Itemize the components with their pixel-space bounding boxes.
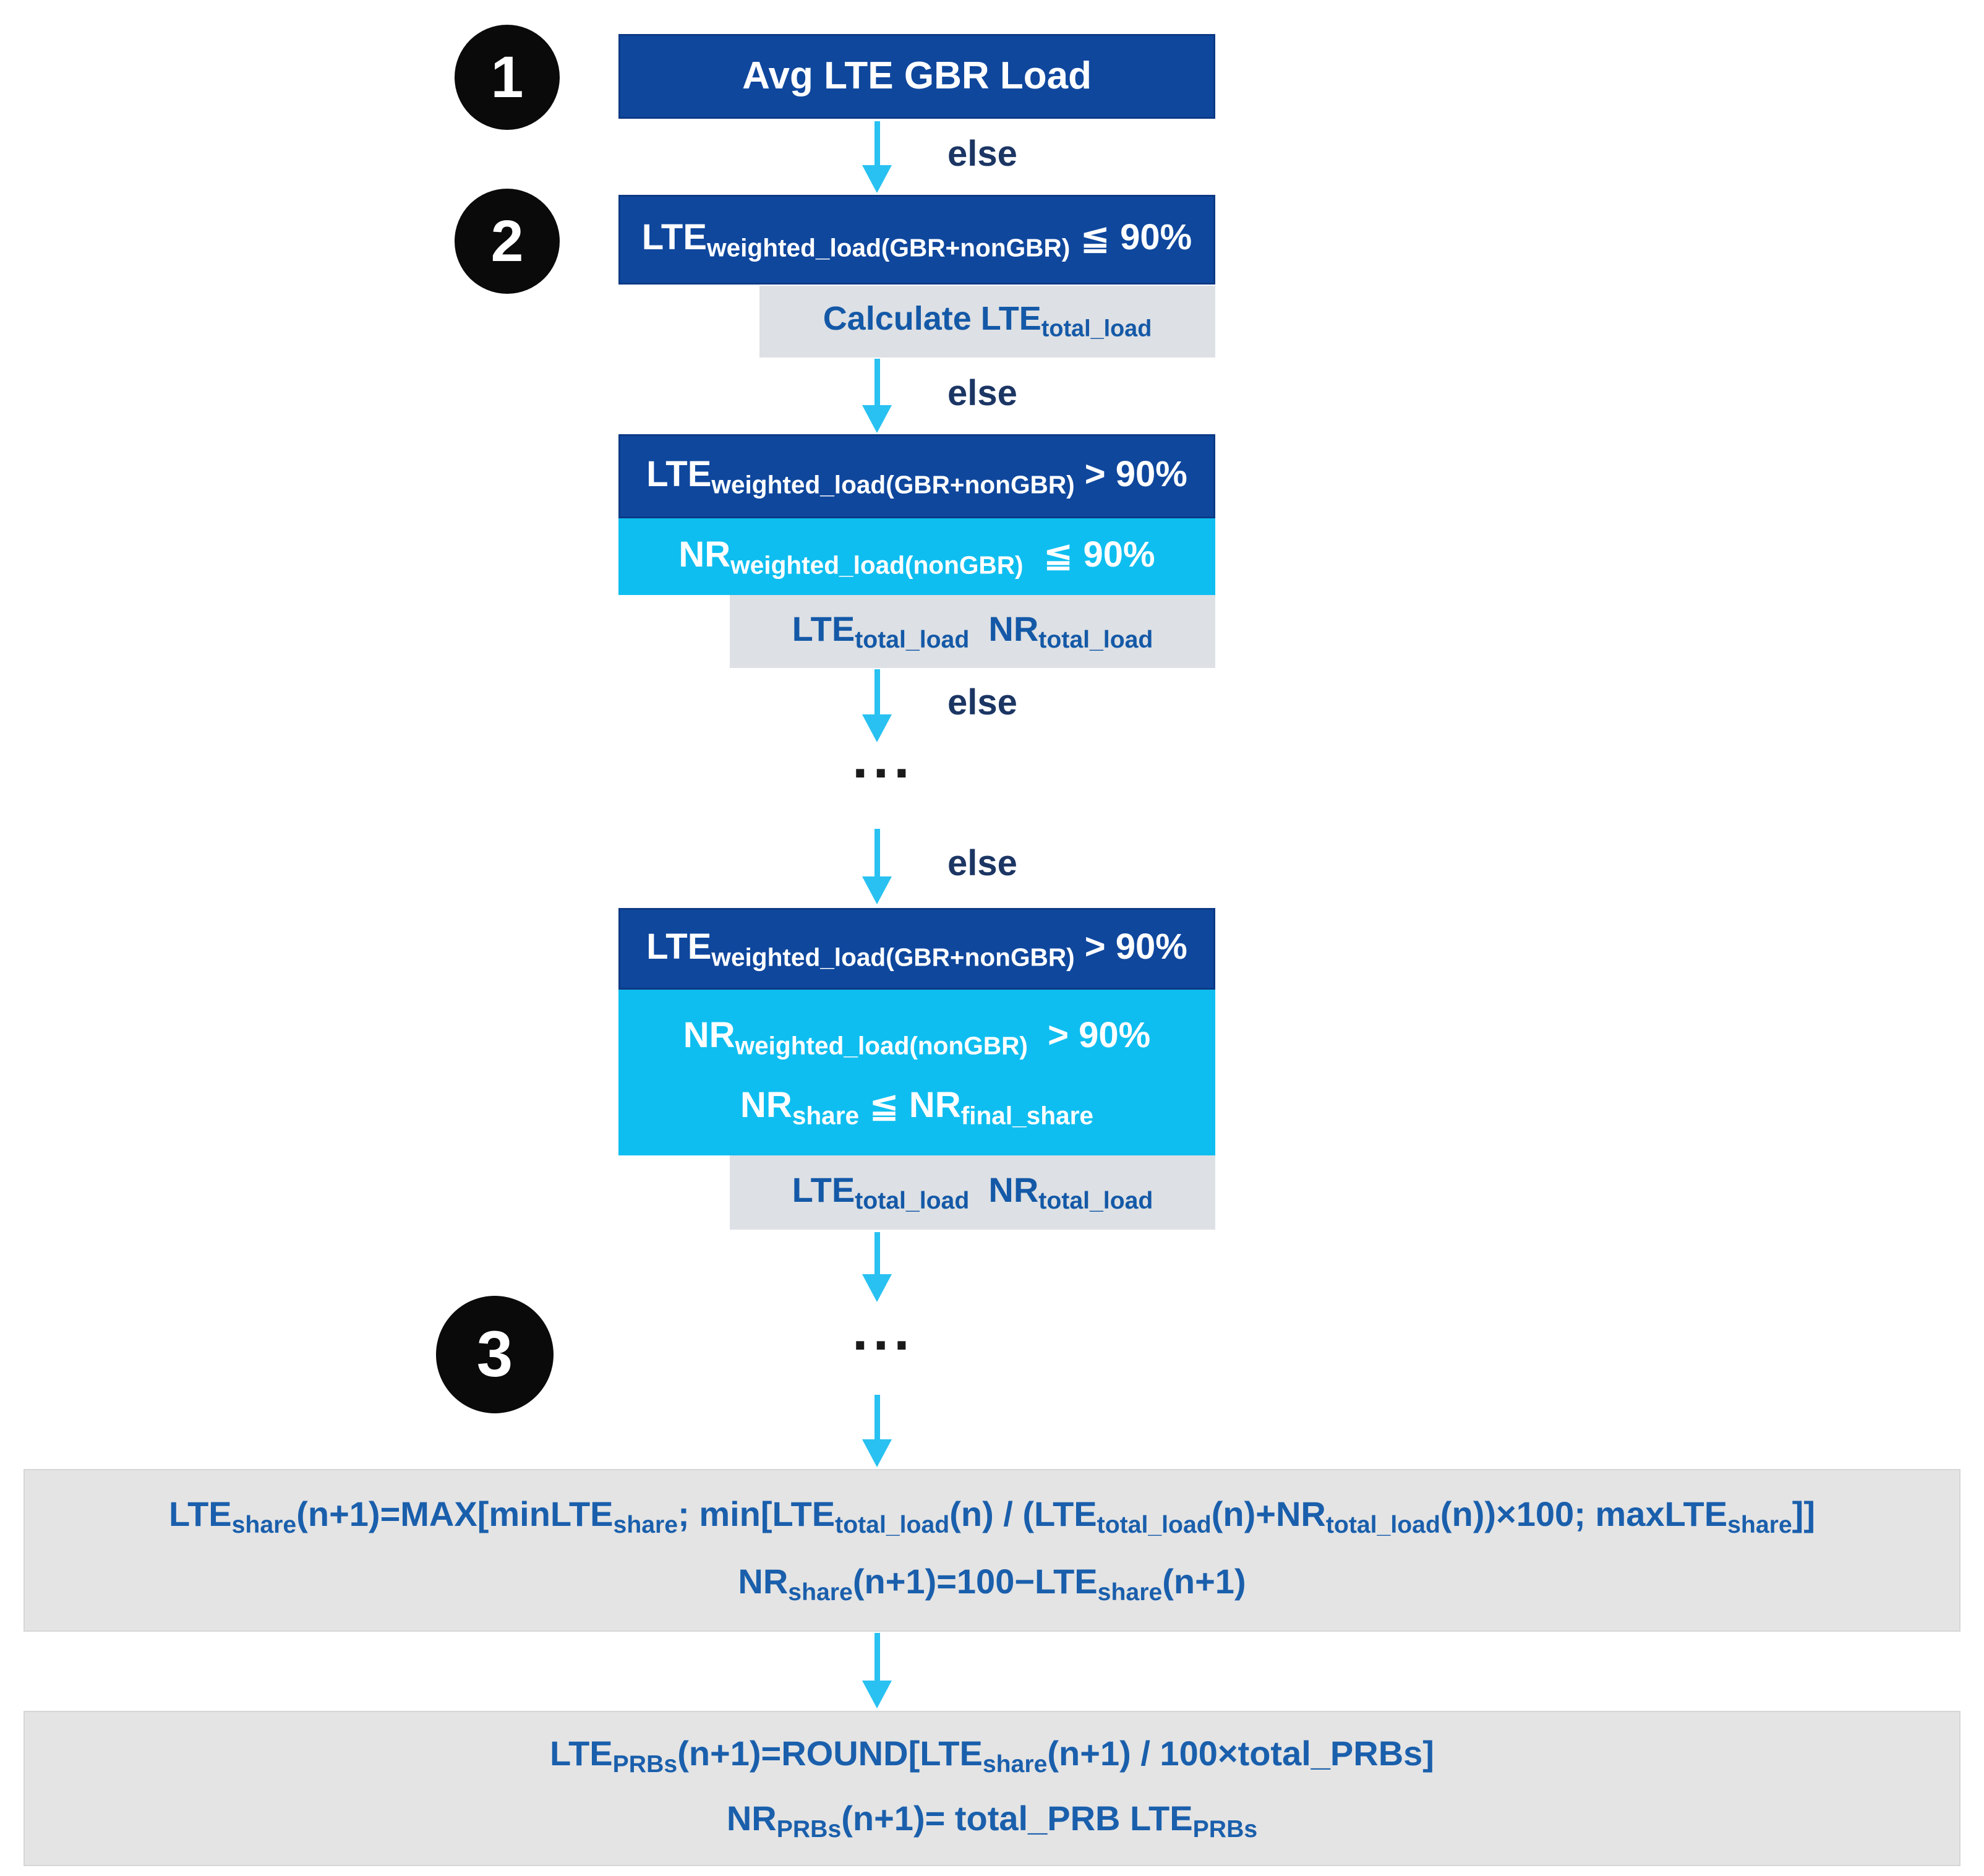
arrow-head-icon (862, 1681, 892, 1708)
step-badge-3-label: 3 (476, 1318, 513, 1390)
arrow-head-icon (862, 1274, 892, 1302)
ellipsis-1: ... (852, 727, 915, 790)
step-badge-3: 3 (436, 1296, 554, 1413)
node-total-loads-b: LTEtotal_load NRtotal_load (730, 1155, 1215, 1230)
arrow-head-icon (862, 165, 892, 193)
ellipsis-2: ... (852, 1299, 915, 1362)
flow-arrow-1 (862, 121, 892, 193)
step-badge-2: 2 (455, 189, 560, 294)
flow-arrow-5 (862, 1232, 892, 1302)
step-badge-1-label: 1 (490, 44, 524, 110)
flow-arrow-2 (862, 359, 892, 433)
node-lte-weighted-gt-90-b: LTEweighted_load(GBR+nonGBR) > 90% (618, 908, 1215, 990)
node-avg-lte-gbr-load: Avg LTE GBR Load (618, 34, 1215, 119)
node-lte-weighted-gt-90-a: LTEweighted_load(GBR+nonGBR) > 90% (618, 434, 1215, 518)
else-label-2: else (947, 373, 1017, 413)
node-calculate-lte-total-load: Calculate LTEtotal_load (759, 286, 1215, 358)
nr-share-formula: NRshare(n+1)=100−LTEshare(n+1) (738, 1562, 1246, 1606)
arrow-shaft (874, 1232, 880, 1274)
lte-share-formula: LTEshare(n+1)=MAX[minLTEshare; min[LTEto… (169, 1494, 1815, 1538)
node-lte-weighted-gt-90-a-text: LTEweighted_load(GBR+nonGBR) > 90% (646, 453, 1187, 499)
step-badge-1: 1 (455, 25, 560, 130)
arrow-shaft (874, 829, 880, 876)
arrow-head-icon (862, 405, 892, 433)
arrow-shaft (874, 669, 880, 714)
arrow-head-icon (862, 714, 892, 742)
node-lte-weighted-gt-90-b-text: LTEweighted_load(GBR+nonGBR) > 90% (646, 926, 1187, 971)
node-lte-weighted-le-90-text: LTEweighted_load(GBR+nonGBR) ≦ 90% (641, 217, 1192, 262)
arrow-shaft (874, 359, 880, 405)
flow-arrow-3 (862, 669, 892, 742)
node-nr-weighted-gt-90: NRweighted_load(nonGBR) > 90% NRshare ≦ … (618, 990, 1215, 1155)
step-badge-2-label: 2 (490, 208, 524, 274)
else-label-1: else (947, 134, 1017, 174)
flow-arrow-4 (862, 829, 892, 904)
arrow-shaft (874, 1395, 880, 1439)
node-total-loads-b-text: LTEtotal_load NRtotal_load (792, 1170, 1153, 1214)
flow-arrow-6 (862, 1395, 892, 1467)
node-nr-weighted-gt-90-line1: NRweighted_load(nonGBR) > 90% (683, 1015, 1151, 1060)
arrow-shaft (874, 1633, 880, 1681)
node-share-formulas: LTEshare(n+1)=MAX[minLTEshare; min[LTEto… (24, 1469, 1960, 1632)
node-nr-weighted-le-90: NRweighted_load(nonGBR) ≦ 90% (618, 518, 1215, 595)
nr-prbs-formula: NRPRBs(n+1)= total_PRB LTEPRBs (726, 1799, 1258, 1843)
node-lte-weighted-le-90: LTEweighted_load(GBR+nonGBR) ≦ 90% (618, 195, 1215, 285)
node-calculate-lte-total-load-text: Calculate LTEtotal_load (823, 300, 1152, 342)
else-label-4: else (947, 843, 1017, 883)
node-nr-weighted-le-90-text: NRweighted_load(nonGBR) ≦ 90% (678, 534, 1155, 579)
arrow-head-icon (862, 1439, 892, 1467)
node-total-loads-a: LTEtotal_load NRtotal_load (730, 595, 1215, 668)
node-total-loads-a-text: LTEtotal_load NRtotal_load (792, 609, 1153, 653)
lte-prbs-formula: LTEPRBs(n+1)=ROUND[LTEshare(n+1) / 100×t… (550, 1733, 1434, 1778)
arrow-shaft (874, 121, 880, 165)
else-label-3: else (947, 682, 1017, 722)
arrow-head-icon (862, 876, 892, 904)
node-avg-lte-gbr-load-text: Avg LTE GBR Load (742, 54, 1092, 98)
node-prb-formulas: LTEPRBs(n+1)=ROUND[LTEshare(n+1) / 100×t… (24, 1711, 1960, 1866)
flow-arrow-7 (862, 1633, 892, 1708)
node-nr-share-le-final-share: NRshare ≦ NRfinal_share (740, 1085, 1093, 1130)
